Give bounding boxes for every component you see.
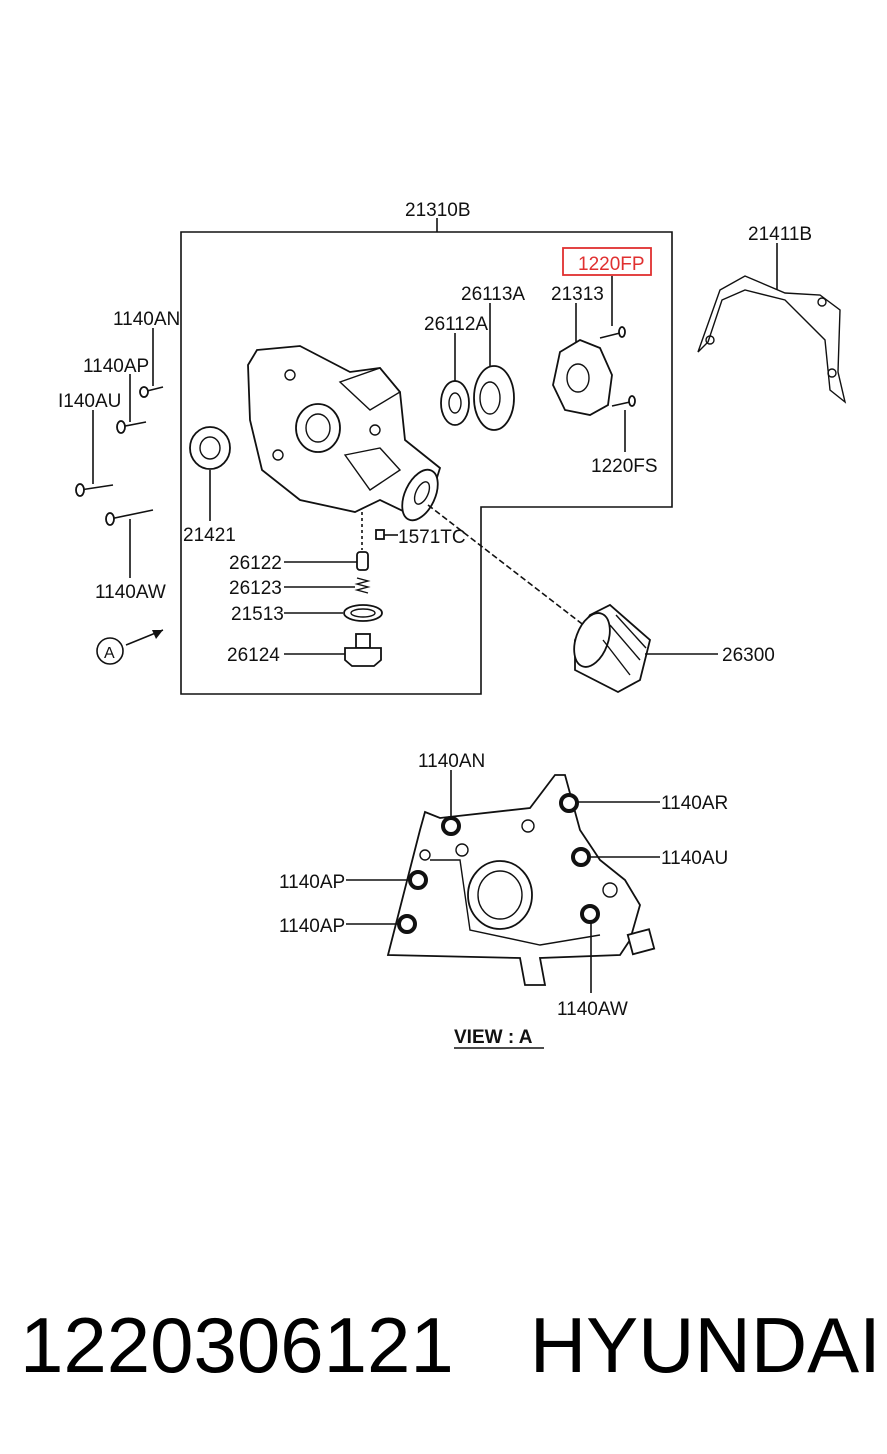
highlight-box	[562, 247, 652, 276]
view-a-label-bolt-aw[interactable]: 1140AW	[557, 999, 628, 1020]
label-bolt-au[interactable]: I140AU	[58, 391, 121, 412]
label-bolt-aw[interactable]: 1140AW	[95, 582, 166, 603]
brand-name: HYUNDAI	[529, 1301, 881, 1389]
view-a-caption: VIEW : A	[454, 1027, 533, 1048]
oil-seal	[189, 426, 231, 470]
part-number: 1220306121	[20, 1301, 454, 1389]
view-a-label-bolt-ap-2[interactable]: 1140AP	[279, 916, 345, 937]
label-cover[interactable]: 21313	[551, 284, 604, 305]
label-assembly[interactable]: 21310B	[405, 200, 471, 221]
label-spring[interactable]: 26123	[229, 578, 282, 599]
bolt-au	[75, 483, 114, 497]
label-bolt-an[interactable]: 1140AN	[113, 309, 180, 330]
gasket	[697, 275, 847, 404]
label-seal[interactable]: 21421	[183, 525, 236, 546]
relief-spring	[354, 577, 371, 594]
label-gasket[interactable]: 21411B	[748, 224, 812, 245]
oil-filter	[573, 603, 652, 694]
view-a-label-bolt-au[interactable]: 1140AU	[661, 848, 728, 869]
plug-bolt	[344, 633, 382, 667]
screw-fs	[611, 395, 636, 407]
pump-body	[247, 345, 442, 522]
label-inner-rotor[interactable]: 26112A	[424, 314, 488, 335]
label-plunger[interactable]: 26122	[229, 553, 282, 574]
footer-caption: 1220306121 HYUNDAI	[20, 1300, 881, 1390]
label-bolt-ap[interactable]: 1140AP	[83, 356, 149, 377]
screw-fp	[599, 326, 626, 339]
label-highlighted[interactable]: 1220FP	[578, 254, 645, 275]
assembly-boundary	[180, 231, 673, 695]
outer-rotor	[473, 365, 515, 431]
view-a-label-bolt-ap-1[interactable]: 1140AP	[279, 872, 345, 893]
washer	[343, 604, 383, 622]
label-washer[interactable]: 21513	[231, 604, 284, 625]
pump-cover	[552, 338, 613, 416]
label-screw-fs[interactable]: 1220FS	[591, 456, 658, 477]
label-view-marker: A	[104, 645, 115, 662]
label-plug[interactable]: 1571TC	[398, 527, 466, 548]
view-a-marker[interactable]	[96, 637, 124, 665]
plug-1571tc	[375, 529, 385, 540]
label-filter[interactable]: 26300	[722, 645, 775, 666]
view-a-label-bolt-an[interactable]: 1140AN	[418, 751, 485, 772]
relief-plunger	[356, 551, 369, 571]
view-a-label-bolt-ar[interactable]: 1140AR	[661, 793, 728, 814]
bolt-an	[139, 386, 164, 398]
label-plug-bolt[interactable]: 26124	[227, 645, 280, 666]
inner-rotor	[440, 380, 470, 426]
bolt-aw	[105, 509, 154, 526]
bolt-ap	[116, 420, 147, 434]
label-outer-rotor[interactable]: 26113A	[461, 284, 525, 305]
